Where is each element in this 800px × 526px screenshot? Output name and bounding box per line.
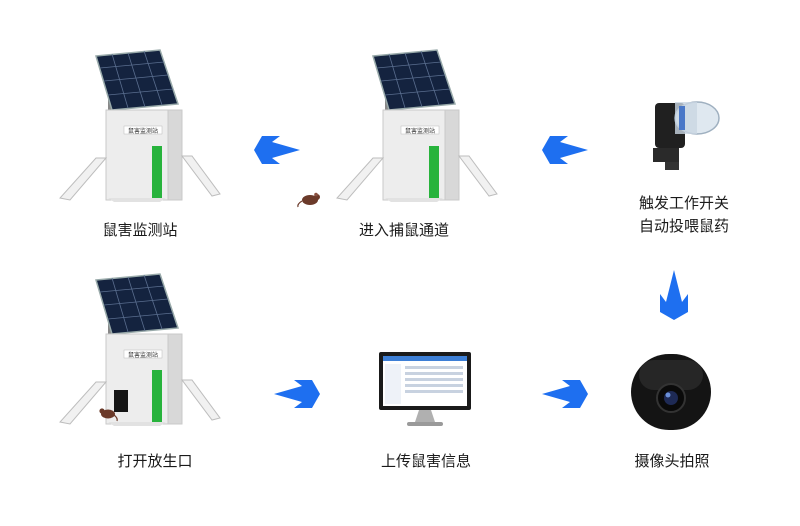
arrow-down-icon xyxy=(660,270,688,320)
switch-device-icon xyxy=(653,101,720,170)
monitoring-station-illustration: 鼠害监测站 xyxy=(59,49,221,202)
release-port-illustration: 鼠害监测站 xyxy=(59,273,221,426)
computer-monitor xyxy=(375,348,475,432)
camera-device xyxy=(625,348,725,438)
camera-icon xyxy=(631,354,711,430)
station-sign-text: 鼠害监测站 xyxy=(405,127,435,135)
arrow-right-icon xyxy=(254,136,300,164)
step-6-label: 打开放生口 xyxy=(117,452,193,470)
trap-channel-illustration: 鼠害监测站 xyxy=(336,49,498,202)
station-2: 鼠害监测站 xyxy=(325,48,505,208)
step-4-label: 摄像头拍照 xyxy=(634,452,710,470)
station-release: 鼠害监测站 xyxy=(48,272,228,432)
step-1-label: 鼠害监测站 xyxy=(102,221,178,239)
arrow-left-2 xyxy=(272,376,322,412)
arrow-left-icon xyxy=(542,380,588,408)
arrow-left-icon xyxy=(274,380,320,408)
station-sign-text: 鼠害监测站 xyxy=(128,351,158,359)
arrow-down xyxy=(656,268,692,322)
trigger-switch-device xyxy=(635,78,735,178)
arrow-right-1 xyxy=(252,132,302,168)
step-2-label: 进入捕鼠通道 xyxy=(358,221,450,239)
arrow-right-2 xyxy=(540,132,590,168)
step-3-label-line1: 触发工作开关 xyxy=(638,194,730,212)
mouse-icon xyxy=(296,190,322,208)
station-1: 鼠害监测站 xyxy=(48,48,228,208)
arrow-right-icon xyxy=(542,136,588,164)
monitor-icon xyxy=(379,352,471,426)
station-sign-text: 鼠害监测站 xyxy=(128,127,158,135)
step-3-label-line2: 自动投喂鼠药 xyxy=(638,217,730,235)
arrow-left-1 xyxy=(540,376,590,412)
step-5-label: 上传鼠害信息 xyxy=(380,452,472,470)
